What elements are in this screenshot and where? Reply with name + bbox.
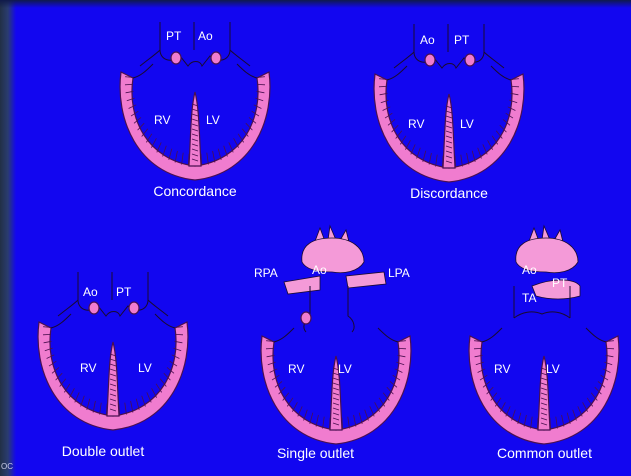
ventricles: [261, 328, 411, 444]
label-lv: LV: [338, 363, 352, 375]
label-pt: PT: [552, 277, 567, 289]
great-arteries: [394, 24, 504, 68]
panel-concordance: PT Ao RV LV Concordance: [110, 20, 280, 210]
left-pulmonary-artery: [346, 272, 386, 288]
ventricles: [469, 328, 619, 444]
right-pulmonary-artery: [284, 276, 320, 294]
label-rv: RV: [80, 362, 96, 374]
label-rv: RV: [408, 118, 424, 130]
label-lv: LV: [138, 362, 152, 374]
label-lv: LV: [546, 363, 560, 375]
caption-discordance: Discordance: [364, 186, 534, 200]
label-ao: Ao: [312, 264, 327, 276]
label-ao: Ao: [83, 286, 98, 298]
great-arteries: [140, 22, 250, 66]
label-rv: RV: [494, 363, 510, 375]
caption-double-outlet: Double outlet: [28, 444, 178, 458]
label-ao: Ao: [522, 264, 537, 276]
label-lv: LV: [460, 118, 474, 130]
caption-single-outlet: Single outlet: [248, 446, 383, 460]
caption-common-outlet: Common outlet: [462, 446, 627, 460]
ventricles: [120, 64, 270, 180]
label-rv: RV: [288, 363, 304, 375]
label-ao: Ao: [420, 34, 435, 46]
label-pt: PT: [166, 30, 181, 42]
heart-common-outlet: [462, 220, 627, 470]
label-lpa: LPA: [388, 267, 410, 279]
great-arteries: [58, 272, 168, 316]
panel-discordance: Ao PT RV LV Discordance: [364, 22, 534, 212]
panel-double-outlet: Ao PT RV LV Double outlet: [28, 270, 198, 470]
label-pt: PT: [454, 34, 469, 46]
panel-single-outlet: RPA Ao LPA RV LV Single outlet: [248, 220, 423, 470]
label-ta: TA: [522, 292, 536, 304]
caption-concordance: Concordance: [110, 184, 280, 198]
label-lv: LV: [206, 114, 220, 126]
heart-concordance: [110, 20, 280, 210]
ventricles: [374, 66, 524, 182]
ventricles: [38, 314, 188, 430]
panel-common-outlet: Ao PT TA RV LV Common outlet: [462, 220, 627, 470]
heart-single-outlet: [248, 220, 423, 470]
heart-discordance: [364, 22, 534, 212]
screen-edge-left: [0, 0, 16, 476]
corner-mark: OC: [1, 462, 13, 471]
label-ao: Ao: [198, 30, 213, 42]
heart-double-outlet: [28, 270, 198, 470]
label-rpa: RPA: [254, 267, 278, 279]
label-rv: RV: [154, 114, 170, 126]
screen-edge-top: [0, 0, 631, 8]
label-pt: PT: [116, 286, 131, 298]
